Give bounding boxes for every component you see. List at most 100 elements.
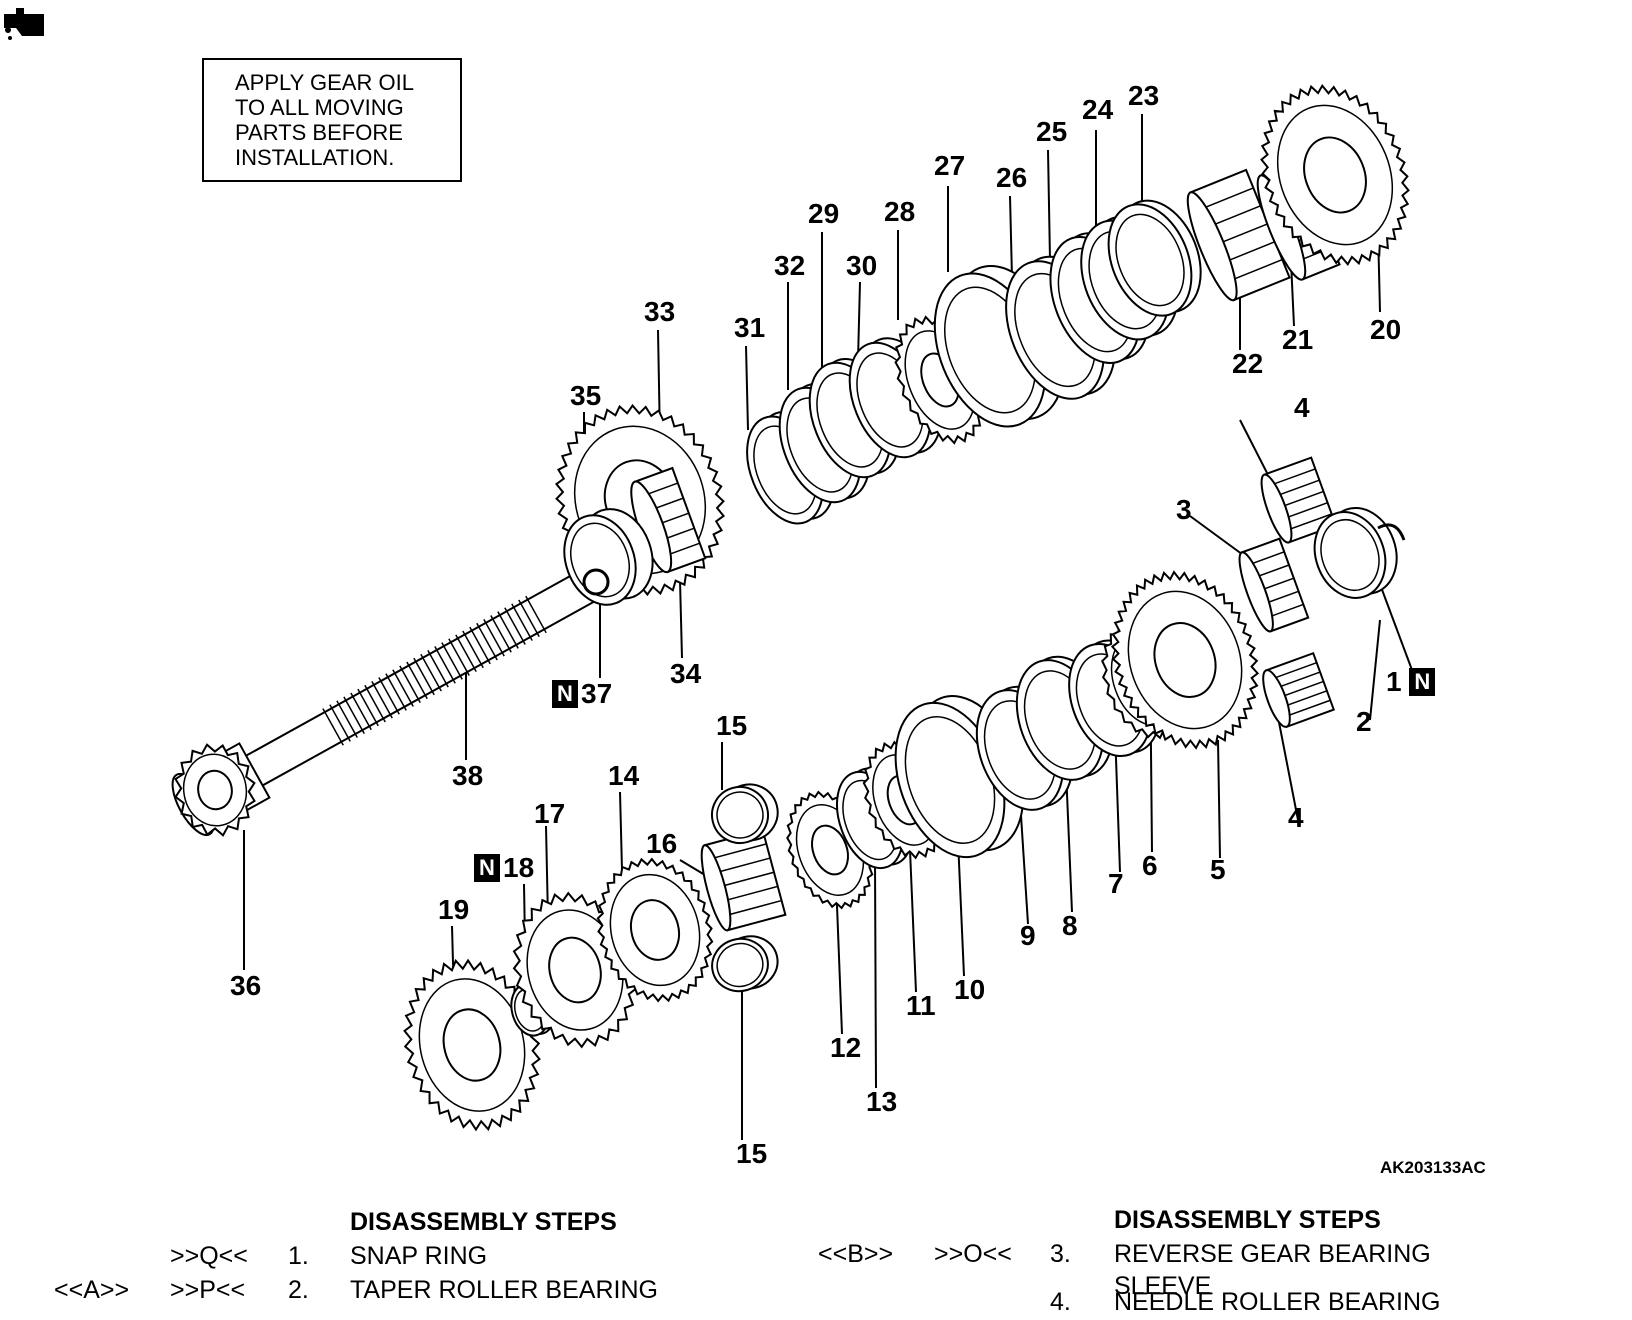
label-10: 10: [954, 974, 986, 1005]
shaft-spline: [378, 677, 400, 715]
label-9: 9: [1020, 920, 1036, 951]
shaft-spline: [476, 622, 498, 661]
bearing-face: [1262, 669, 1291, 728]
bearing-face: [1238, 551, 1274, 633]
leader-line: [745, 345, 749, 431]
shaft-spline: [385, 673, 407, 711]
label-29: 29: [808, 198, 840, 229]
note-box: [202, 58, 462, 182]
step-mark: >>Q<<: [170, 1242, 248, 1270]
gear-bore: [1303, 136, 1367, 214]
bearing-roller: [1268, 468, 1316, 487]
note-line: TO ALL MOVING: [235, 95, 404, 120]
shaft-spline: [483, 618, 505, 657]
leader-line: [619, 791, 623, 871]
step-mark: >>P<<: [170, 1276, 246, 1304]
shaft-spline: [455, 634, 477, 672]
note-line: APPLY GEAR OIL: [235, 70, 414, 95]
shaft-spline: [322, 708, 344, 746]
leader-line: [1065, 769, 1073, 913]
sleeve-16: [700, 828, 787, 932]
leader-line: [857, 281, 861, 361]
ring-23: [1107, 199, 1202, 317]
gear-bore: [1153, 622, 1217, 698]
label-38: 38: [452, 760, 484, 791]
label-20: 20: [1370, 314, 1402, 345]
step-number: 2.: [288, 1276, 309, 1304]
bearing-2: [1313, 506, 1398, 599]
gear-5: [1110, 570, 1260, 750]
shaft-spline: [434, 646, 456, 684]
shaft-spline: [343, 696, 365, 735]
sleeve-3: [1238, 537, 1310, 633]
label-15: 15: [736, 1138, 768, 1169]
shaft-spline: [336, 700, 358, 738]
new-part-badge: N: [1409, 668, 1436, 696]
new-part-badge: N: [552, 680, 578, 708]
leader-line: [1019, 799, 1029, 925]
pinion-gear-36: [174, 743, 256, 837]
label-14: 14: [608, 760, 640, 791]
label-23: 23: [1128, 80, 1160, 111]
oil-can-icon: [4, 8, 44, 40]
label-21: 21: [1282, 324, 1314, 355]
bearing-roller: [708, 843, 767, 861]
nut-37: [582, 568, 610, 596]
bearing-roller: [719, 885, 778, 903]
note-line: PARTS BEFORE: [235, 120, 403, 145]
label-3: 3: [1176, 494, 1192, 525]
steps-title: DISASSEMBLY STEPS: [1114, 1206, 1381, 1234]
shaft-spline: [427, 650, 449, 688]
ring-inner: [1115, 213, 1185, 307]
shaft-spline: [399, 665, 421, 703]
bearing-roller: [1284, 513, 1332, 532]
label-31: 31: [734, 312, 766, 343]
leader-line: [1369, 619, 1381, 721]
label-36: 36: [230, 970, 262, 1001]
label-16: 16: [646, 828, 678, 859]
shaft-body: [236, 555, 623, 792]
ring-inner: [716, 942, 764, 988]
shaft-spline: [518, 599, 540, 638]
step-mark: <<B>>: [818, 1240, 894, 1268]
needle-bearing-4: [1262, 651, 1336, 729]
shaft-spline: [490, 615, 512, 653]
label-24: 24: [1082, 94, 1114, 125]
step-text: NEEDLE ROLLER BEARING: [1114, 1288, 1441, 1316]
note-text: APPLY GEAR OIL TO ALL MOVING PARTS BEFOR…: [235, 70, 414, 170]
gear-bore: [197, 769, 233, 811]
shaft-spline: [357, 688, 379, 727]
bearing-roller: [1226, 258, 1283, 283]
leader-line: [1217, 739, 1221, 859]
shaft-spline: [329, 704, 351, 742]
shaft-spline: [350, 692, 372, 731]
needle-bearing-4: [1260, 456, 1338, 544]
leader-line: [1047, 149, 1051, 261]
label-6: 6: [1142, 850, 1158, 881]
ring-inner: [1320, 519, 1380, 591]
label-4: 4: [1294, 392, 1310, 423]
leader-line: [835, 879, 843, 1035]
bearing-34: [630, 466, 707, 574]
steps-title: DISASSEMBLY STEPS: [350, 1208, 617, 1236]
shaft-spline: [364, 684, 386, 723]
label-32: 32: [774, 250, 806, 281]
label-17: 17: [534, 798, 566, 829]
leader-line: [909, 849, 917, 993]
shaft-spline: [441, 642, 463, 680]
step-text: SNAP RING: [350, 1242, 488, 1270]
snap-ring-1: [1377, 523, 1406, 541]
shaft-spline: [497, 611, 519, 649]
shaft-spline: [420, 653, 442, 692]
bearing-face: [700, 844, 732, 932]
label-22: 22: [1232, 348, 1264, 379]
figure-code: AK203133AC: [1380, 1158, 1486, 1177]
gear-bore: [548, 936, 602, 1004]
shaft-spline: [511, 603, 533, 641]
shaft-spline: [371, 681, 393, 719]
sleeve-22: [1186, 168, 1291, 302]
label-11: 11: [906, 990, 936, 1021]
label-4: 4: [1288, 802, 1304, 833]
parts-layer: [171, 84, 1410, 1132]
